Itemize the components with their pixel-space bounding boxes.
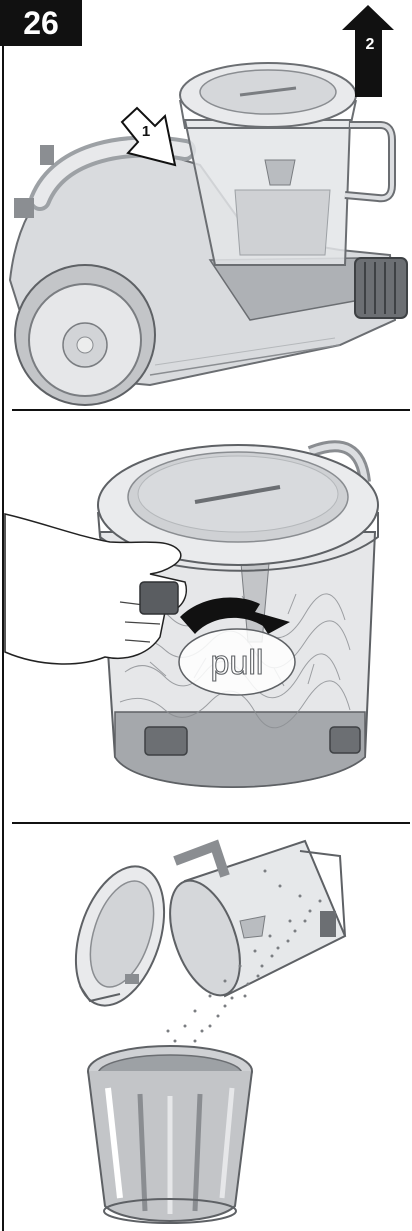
pull-label: pull — [179, 629, 295, 695]
callout-1-label: 1 — [142, 123, 150, 140]
removed-lid-illustration — [60, 855, 181, 1017]
panel-divider-1 — [12, 409, 410, 411]
panel-divider-2 — [12, 822, 410, 824]
tilted-container-illustration — [156, 841, 345, 1005]
panel-3-empty-into-bin — [0, 826, 412, 1231]
panel-1-lift-container: 1 2 — [0, 0, 412, 410]
trash-bin-illustration — [88, 1046, 252, 1223]
callout-2-label: 2 — [366, 36, 375, 53]
pull-text: pull — [211, 644, 264, 682]
panel-2-open-container: pull — [0, 412, 412, 824]
